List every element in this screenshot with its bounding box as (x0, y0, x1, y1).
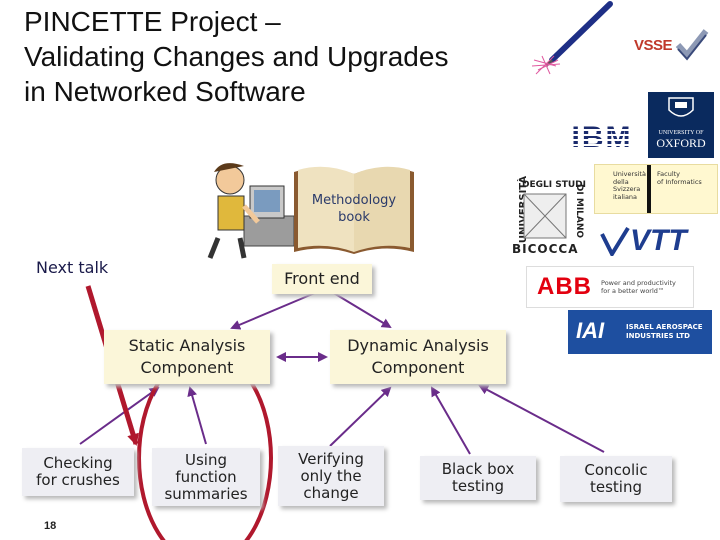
using-summaries-box: Using function summaries (152, 448, 260, 506)
dynamic-analysis-box: Dynamic Analysis Component (330, 330, 506, 384)
page-number: 18 (44, 520, 57, 532)
verifying-line-2: only the (300, 466, 362, 485)
oxford-crest-icon (668, 97, 694, 117)
book-label-1: Methodology (311, 193, 397, 208)
usi-fac-line-1: Faculty (657, 170, 681, 178)
usi-line-2: della (613, 177, 629, 186)
abb-tag-2: for a better world™ (601, 287, 665, 295)
iai-text: IAI (576, 318, 605, 343)
oxford-line-1: UNIVERSITY OF (658, 130, 704, 136)
bicocca-top: DEGLI STUDI (522, 180, 586, 190)
oxford-logo: UNIVERSITY OF OXFORD (648, 92, 714, 158)
connector-concolic-dynamic (478, 385, 605, 453)
front-end-box: Front end (272, 264, 372, 294)
methodology-book: Methodology book (292, 160, 416, 256)
blackbox-line-1: Black box (441, 460, 515, 478)
blackbox-box: Black box testing (420, 456, 536, 500)
dynamic-analysis-line-2: Component (371, 358, 465, 377)
connector-checking-static (79, 386, 160, 445)
connector-blackbox-dynamic (431, 386, 471, 455)
connector-front-dynamic (331, 291, 392, 329)
book-label: Methodology book (292, 192, 416, 226)
title-line-1: PINCETTE Project – (24, 6, 281, 37)
using-line-2: function (175, 467, 237, 486)
programmer-icon (207, 163, 295, 259)
concolic-line-2: testing (589, 478, 642, 496)
usi-line-1: Università (613, 170, 646, 178)
vsse-text: VSSE (634, 36, 673, 54)
usi-faculty: Faculty of Informatics (657, 170, 702, 186)
checking-line-2: for crushes (36, 471, 120, 489)
usi-logo: Università della Svizzera italiana Facul… (594, 164, 718, 214)
next-talk-label: Next talk (36, 258, 109, 277)
checking-line-1: Checking (43, 454, 113, 472)
abb-text: ABB (537, 273, 592, 300)
static-analysis-line-2: Component (140, 358, 234, 377)
check-icon (675, 29, 709, 61)
abb-tag-1: Power and productivity (601, 279, 676, 287)
blackbox-line-2: testing (451, 477, 504, 495)
concolic-box: Concolic testing (560, 456, 672, 502)
vtt-swoosh-icon (600, 226, 630, 256)
book-label-2: book (338, 210, 370, 225)
vtt-text: VTT (630, 224, 687, 257)
iai-name: ISRAEL AEROSPACE INDUSTRIES LTD (626, 323, 703, 341)
usi-line-4: italiana (613, 192, 638, 201)
vsse-logo: VSSE (634, 29, 709, 61)
ibm-logo: IBM (566, 121, 638, 154)
bicocca-mark-icon (523, 193, 567, 239)
static-analysis-line-1: Static Analysis (128, 336, 246, 355)
connector-front-static (230, 289, 323, 330)
abb-tagline: Power and productivity for a better worl… (601, 279, 676, 295)
bicocca-bottom: BICOCCA (512, 242, 579, 256)
book-icon (294, 166, 414, 254)
connector-using-static (187, 386, 207, 445)
using-line-1: Using (185, 450, 227, 469)
iai-line-1: ISRAEL AEROSPACE (626, 323, 703, 331)
usi-fac-line-2: of Informatics (657, 177, 702, 186)
verifying-box: Verifying only the change (278, 446, 384, 506)
title-line-2: Validating Changes and Upgrades (24, 41, 449, 72)
concolic-line-1: Concolic (584, 461, 648, 479)
bicocca-logo: UNIVERSITÀ DEGLI STUDI DI MILANO BICOCCA (508, 176, 586, 260)
iai-line-2: INDUSTRIES LTD (626, 332, 690, 340)
front-end-label: Front end (284, 269, 360, 288)
static-analysis-box: Static Analysis Component (104, 330, 270, 384)
verifying-line-1: Verifying (298, 449, 364, 468)
oxford-line-2: OXFORD (656, 136, 706, 150)
dynamic-analysis-line-1: Dynamic Analysis (347, 336, 489, 355)
slide-title: PINCETTE Project – Validating Changes an… (24, 4, 524, 109)
ibm-text: IBM (571, 121, 633, 154)
usi-name: Università della Svizzera italiana (613, 170, 646, 201)
usi-line-3: Svizzera (613, 185, 641, 193)
checking-box: Checking for crushes (22, 448, 134, 496)
iai-logo: IAI ISRAEL AEROSPACE INDUSTRIES LTD (568, 310, 712, 354)
abb-logo: ABB Power and productivity for a better … (526, 266, 694, 308)
using-line-3: summaries (164, 484, 248, 503)
title-line-3: in Networked Software (24, 76, 306, 107)
vtt-logo: VTT (600, 222, 710, 260)
pen-graphic (531, 1, 613, 75)
usi-divider (647, 165, 651, 213)
verifying-line-3: change (303, 483, 359, 502)
connector-verifying-dynamic (329, 386, 392, 447)
